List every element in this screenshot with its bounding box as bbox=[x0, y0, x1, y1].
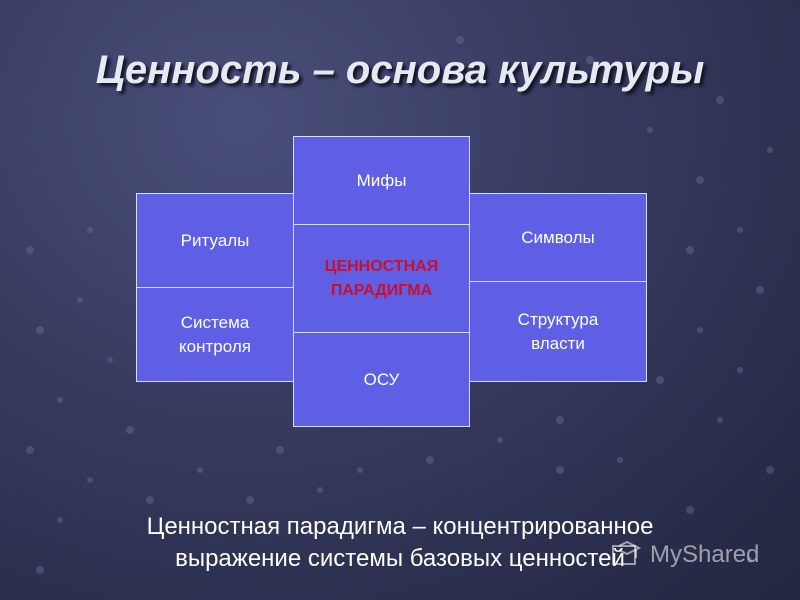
watermark: MyShared bbox=[610, 535, 790, 575]
box-control-system: Система контроля bbox=[136, 287, 294, 382]
watermark-text: MyShared bbox=[650, 541, 760, 568]
box-myths: Мифы bbox=[293, 136, 470, 225]
box-myths-label: Мифы bbox=[356, 170, 407, 190]
slide-title: Ценность – основа культуры bbox=[95, 48, 705, 92]
caption-line-1: Ценностная парадигма – концентрированное bbox=[146, 513, 654, 540]
box-value-paradigm-label: ЦЕННОСТНАЯ ПАРАДИГМА bbox=[324, 257, 439, 299]
box-symbols-label: Символы bbox=[521, 227, 595, 247]
box-osu: ОСУ bbox=[293, 332, 470, 427]
box-rituals-label: Ритуалы bbox=[180, 230, 250, 250]
box-rituals: Ритуалы bbox=[136, 193, 294, 288]
box-control-system-label: Система контроля bbox=[179, 312, 251, 356]
box-osu-label: ОСУ bbox=[363, 369, 400, 389]
slide-caption: Ценностная парадигма – концентрированное… bbox=[0, 511, 800, 575]
box-power-structure: Структура власти bbox=[469, 281, 647, 382]
box-power-structure-label: Структура власти bbox=[517, 309, 599, 353]
box-value-paradigm: ЦЕННОСТНАЯ ПАРАДИГМА bbox=[293, 224, 470, 333]
graduation-cap-icon bbox=[612, 540, 642, 565]
box-symbols: Символы bbox=[469, 193, 647, 282]
caption-line-2: выражение системы базовых ценностей bbox=[175, 545, 625, 572]
